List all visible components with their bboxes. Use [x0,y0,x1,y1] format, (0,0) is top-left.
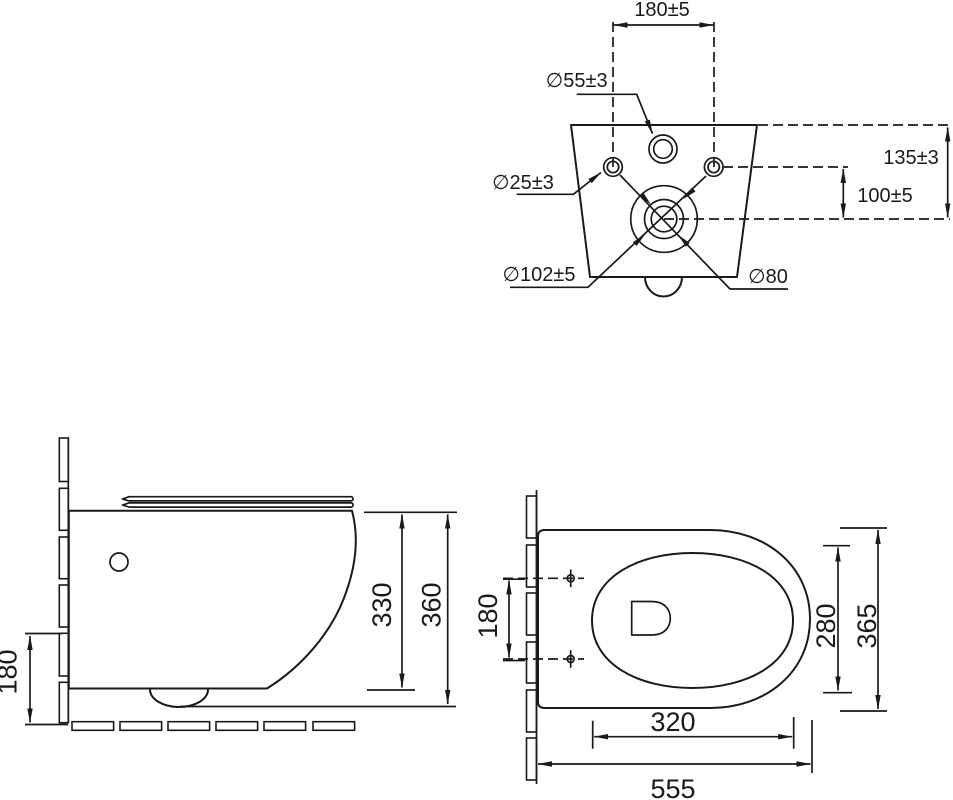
plan-view: 180 280 365 320 555 [473,490,887,800]
dim-label-overall-length: 555 [650,774,695,800]
side-view: 330 360 180 [0,437,457,732]
rear-bottom-bump [644,276,683,298]
plan-bowl-rim [591,552,794,689]
outlet-rings [629,184,699,254]
dim-label-fixing-to-outlet: 100±5 [857,185,912,207]
seat-lid-profile [121,495,354,508]
dim-label-flush-hole: ∅55±3 [546,70,608,92]
plan-extension-lines [503,527,887,773]
rear-body-outline [570,124,758,278]
dim-label-top-to-outlet: 135±3 [883,147,938,169]
rear-view: 180±5 ∅55±3 ∅25±3 ∅102±5 ∅80 135±3 100±5 [492,0,951,298]
side-trap-bump [149,689,209,708]
plan-wall-hatch [525,490,538,784]
plan-fixing-marks [503,569,584,668]
dim-label-overall-width: 365 [852,603,882,648]
dim-label-rim-height: 330 [367,582,397,627]
outlet-leader-lines [510,174,788,290]
wall-hatch [58,437,70,724]
dim-label-outlet-height: 180 [0,649,23,694]
dim-label-bowl-length: 320 [650,707,695,737]
fixing-hole-leader [516,171,602,196]
flush-hole [648,134,678,164]
floor-hatch [71,720,356,732]
plan-body-outline [537,529,811,709]
dim-label-outlet-outer: ∅102±5 [503,264,576,286]
dim-label-outlet-inner: ∅80 [748,266,788,288]
dim-label-plan-hole-spacing: 180 [473,593,503,638]
side-fixing-hole [109,552,129,572]
dim-label-hole-spacing: 180±5 [634,0,689,21]
dim-label-overall-height: 360 [417,582,447,627]
dim-label-bowl-width: 280 [811,603,841,648]
plan-water-inlet [630,600,672,636]
side-body-outline [67,509,357,690]
rear-construction-lines [612,22,950,220]
flush-hole-leader [576,93,654,134]
dim-label-fixing-hole: ∅25±3 [492,172,554,194]
fixing-hole-right [703,156,724,178]
side-extension-lines [25,511,457,726]
fixing-hole-left [602,156,624,178]
